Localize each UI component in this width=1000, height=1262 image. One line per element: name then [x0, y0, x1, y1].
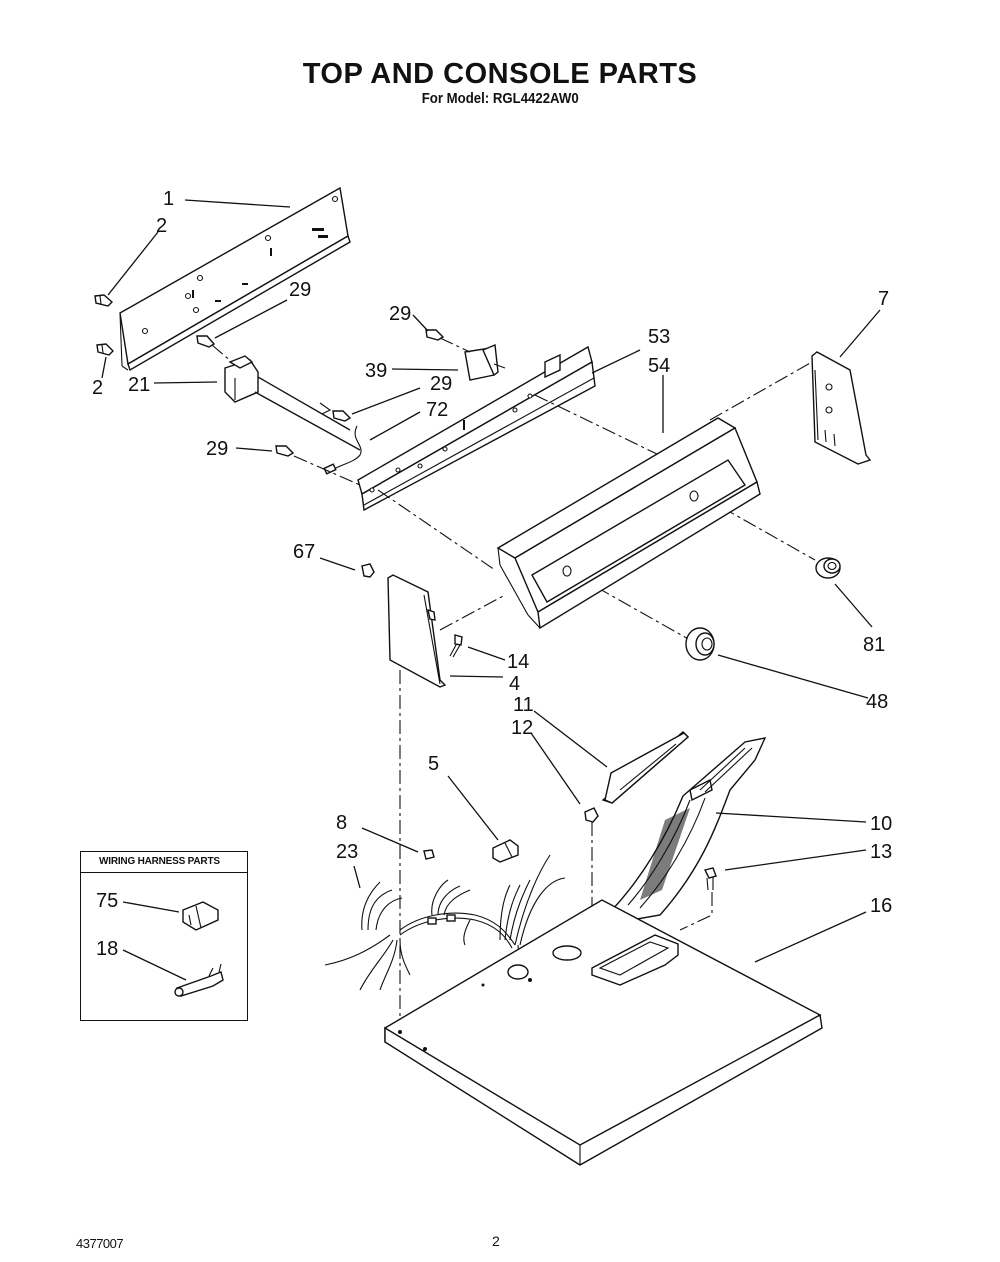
leader-18 [122, 949, 187, 981]
callout-10: 10 [870, 813, 892, 835]
assembly-line [699, 494, 816, 561]
part-14-screw[interactable] [449, 634, 463, 658]
inset-diagram: 75 18 [96, 890, 224, 997]
assembly-line [439, 337, 471, 353]
page-title: TOP AND CONSOLE PARTS [302, 58, 698, 90]
callout-2-lower: 2 [92, 377, 103, 399]
part-67-clip[interactable] [361, 563, 375, 578]
callout-7: 7 [878, 288, 889, 310]
callout-11: 11 [513, 694, 534, 716]
callout-18: 18 [96, 938, 118, 960]
part-39-switch[interactable] [464, 343, 506, 381]
part-29-screw-d[interactable] [275, 445, 295, 457]
inset-title: WIRING HARNESS PARTS [81, 852, 247, 873]
callout-75: 75 [96, 890, 118, 912]
part-53-console-bracket[interactable] [357, 345, 596, 512]
part-29-screw-c[interactable] [332, 410, 352, 422]
part-54-console[interactable] [496, 417, 761, 630]
part-21-timer[interactable] [224, 355, 361, 451]
page-number: 2 [492, 1233, 500, 1249]
callout-13: 13 [870, 841, 892, 863]
model-subtitle-text: For Model: RGL4422AW0 [421, 90, 579, 107]
callout-72: 72 [426, 399, 448, 421]
callout-labels: 1 2 29 2 21 29 39 29 72 29 53 54 7 67 14… [92, 188, 892, 917]
callout-29-d: 29 [206, 438, 228, 460]
part-72-ground-wire[interactable] [323, 425, 362, 475]
callout-8: 8 [336, 812, 347, 834]
part-10-lint-housing[interactable] [611, 737, 767, 923]
part-1-control-panel[interactable] [119, 186, 351, 372]
callout-5: 5 [428, 753, 439, 775]
part-2-screw-lower[interactable] [96, 343, 114, 356]
callout-54: 54 [648, 355, 670, 377]
part-7-end-bracket[interactable] [811, 351, 872, 465]
assembly-line [574, 574, 691, 641]
part-13-screw[interactable] [679, 867, 717, 931]
callout-48: 48 [866, 691, 888, 713]
assembly-line [377, 489, 496, 571]
part-4-end-cap[interactable] [387, 574, 447, 688]
part-29-screw-a[interactable] [196, 335, 216, 348]
assembly-line [439, 594, 506, 631]
wiring-harness-inset: WIRING HARNESS PARTS 75 18 [80, 851, 248, 1021]
callout-4: 4 [509, 673, 520, 695]
part-16-top-panel[interactable] [384, 899, 823, 1166]
callout-12: 12 [511, 717, 533, 739]
part-48-timer-knob[interactable] [685, 627, 715, 661]
assembly-line [211, 344, 233, 363]
document-number: 4377007 [76, 1236, 124, 1251]
callout-21: 21 [128, 374, 150, 396]
part-11-lint-screen[interactable] [601, 731, 690, 804]
callout-2-upper: 2 [156, 215, 167, 237]
part-18-terminal[interactable] [174, 963, 224, 997]
assembly-line [709, 361, 813, 421]
callout-67: 67 [293, 541, 315, 563]
part-12-clip[interactable] [584, 807, 599, 823]
part-2-screw-upper[interactable] [94, 294, 114, 307]
callout-53: 53 [648, 326, 670, 348]
leader-75 [122, 901, 180, 913]
callout-81: 81 [863, 634, 885, 656]
part-81-push-button[interactable] [815, 557, 841, 579]
callout-1: 1 [163, 188, 174, 210]
callout-39: 39 [365, 360, 387, 382]
callout-29-a: 29 [289, 279, 311, 301]
callout-23: 23 [336, 841, 358, 863]
assembly-line [293, 455, 361, 486]
model-subtitle: For Model: RGL4422AW0 [0, 90, 1000, 107]
callout-29-c: 29 [430, 373, 452, 395]
callout-14: 14 [507, 651, 529, 673]
leader-lines [101, 199, 881, 963]
callout-29-b: 29 [389, 303, 411, 325]
part-75-connector-housing[interactable] [182, 901, 219, 931]
part-5-connector[interactable] [492, 839, 519, 863]
part-8-clip[interactable] [423, 849, 435, 860]
callout-16: 16 [870, 895, 892, 917]
